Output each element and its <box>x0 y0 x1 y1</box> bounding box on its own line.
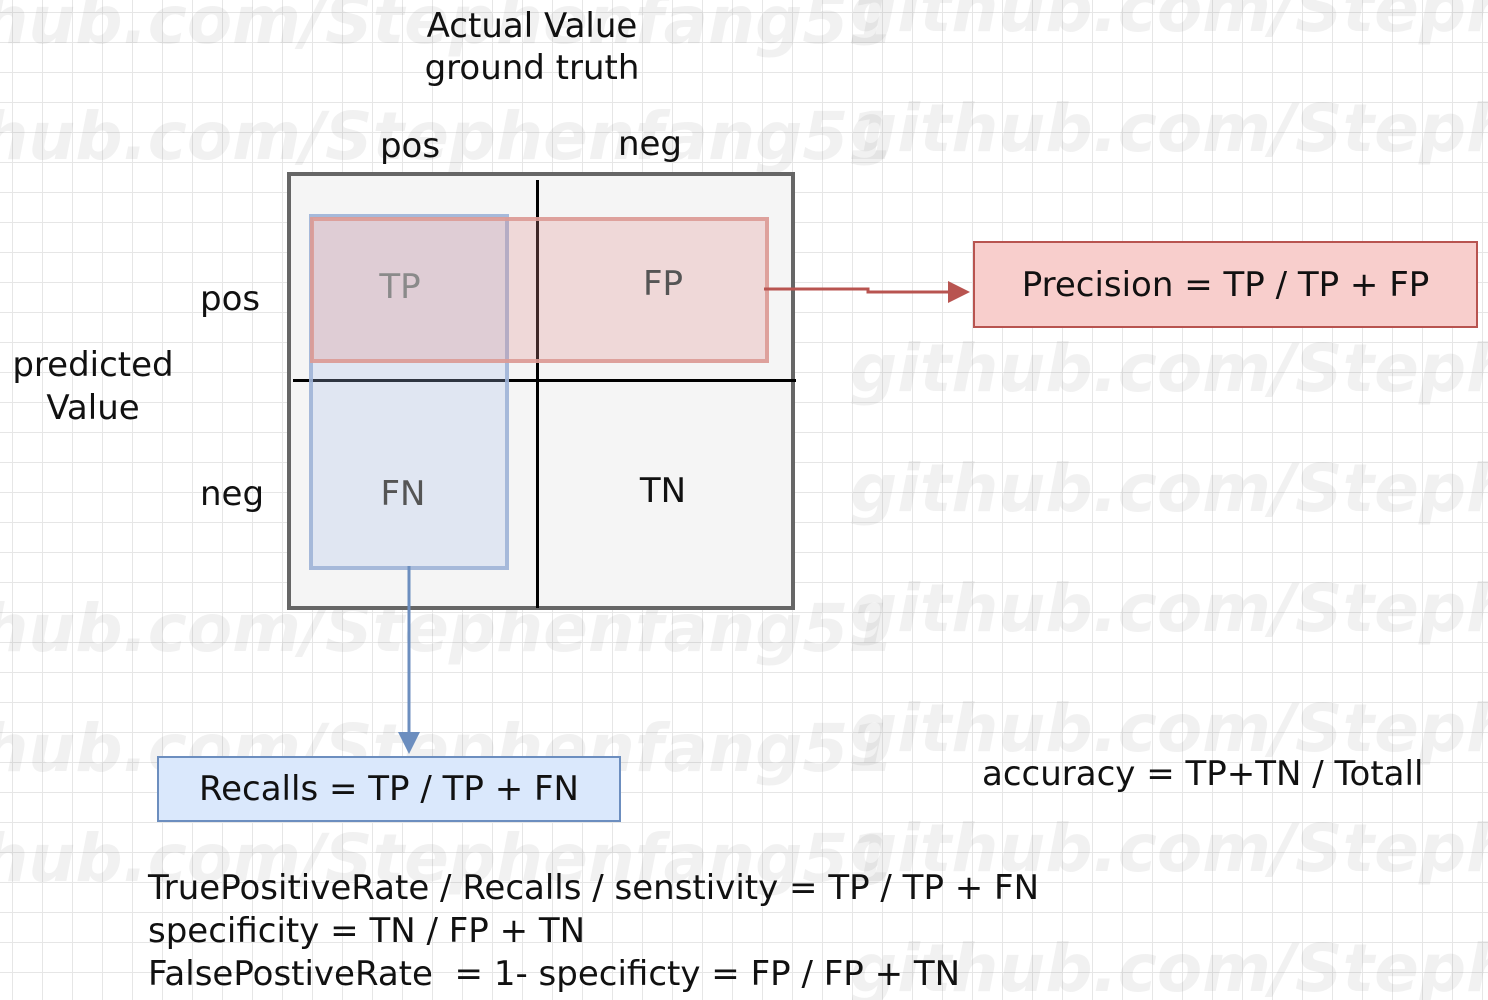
predicted-value-title-line2: Value <box>46 388 140 428</box>
recall-formula-box: Recalls = TP / TP + FN <box>157 756 621 822</box>
accuracy-formula: accuracy = TP+TN / Totall <box>982 754 1424 794</box>
predicted-value-title-line1: predicted <box>12 345 174 385</box>
cell-fp: FP <box>642 264 684 304</box>
watermark: github.com/Stephenfang51 <box>850 90 1488 167</box>
precision-arrow-head <box>948 281 970 303</box>
precision-formula-box: Precision = TP / TP + FP <box>973 241 1478 328</box>
ground-truth-subtitle: ground truth <box>424 48 640 88</box>
precision-highlight <box>310 217 769 363</box>
watermark: github.com/Stephenfang51 <box>850 450 1488 527</box>
cell-tp: TP <box>379 267 421 307</box>
tpr-formula: TruePositiveRate / Recalls / senstivity … <box>148 868 1040 908</box>
row-label-neg: neg <box>200 474 265 514</box>
recall-formula: Recalls = TP / TP + FN <box>199 769 579 809</box>
confusion-matrix <box>287 172 795 610</box>
recall-highlight <box>309 214 509 570</box>
cell-tn: TN <box>639 471 687 511</box>
column-label-pos: pos <box>379 126 441 166</box>
actual-value-title: Actual Value <box>426 6 638 46</box>
cell-fn: FN <box>380 474 426 514</box>
watermark: github.com/Stephenfang51 <box>850 570 1488 647</box>
precision-formula: Precision = TP / TP + FP <box>1021 264 1430 305</box>
recall-arrow-head <box>398 732 420 754</box>
matrix-column-divider <box>536 180 539 608</box>
matrix-row-divider <box>293 379 796 382</box>
column-label-neg: neg <box>617 124 683 164</box>
fpr-formula: FalsePostiveRate = 1- specificty = FP / … <box>148 954 961 994</box>
specificity-formula: specificity = TN / FP + TN <box>148 911 586 951</box>
watermark: github.com/Stephenfang51 <box>850 0 1488 47</box>
row-label-pos: pos <box>200 279 261 319</box>
watermark: github.com/Stephenfang51 <box>850 330 1488 407</box>
